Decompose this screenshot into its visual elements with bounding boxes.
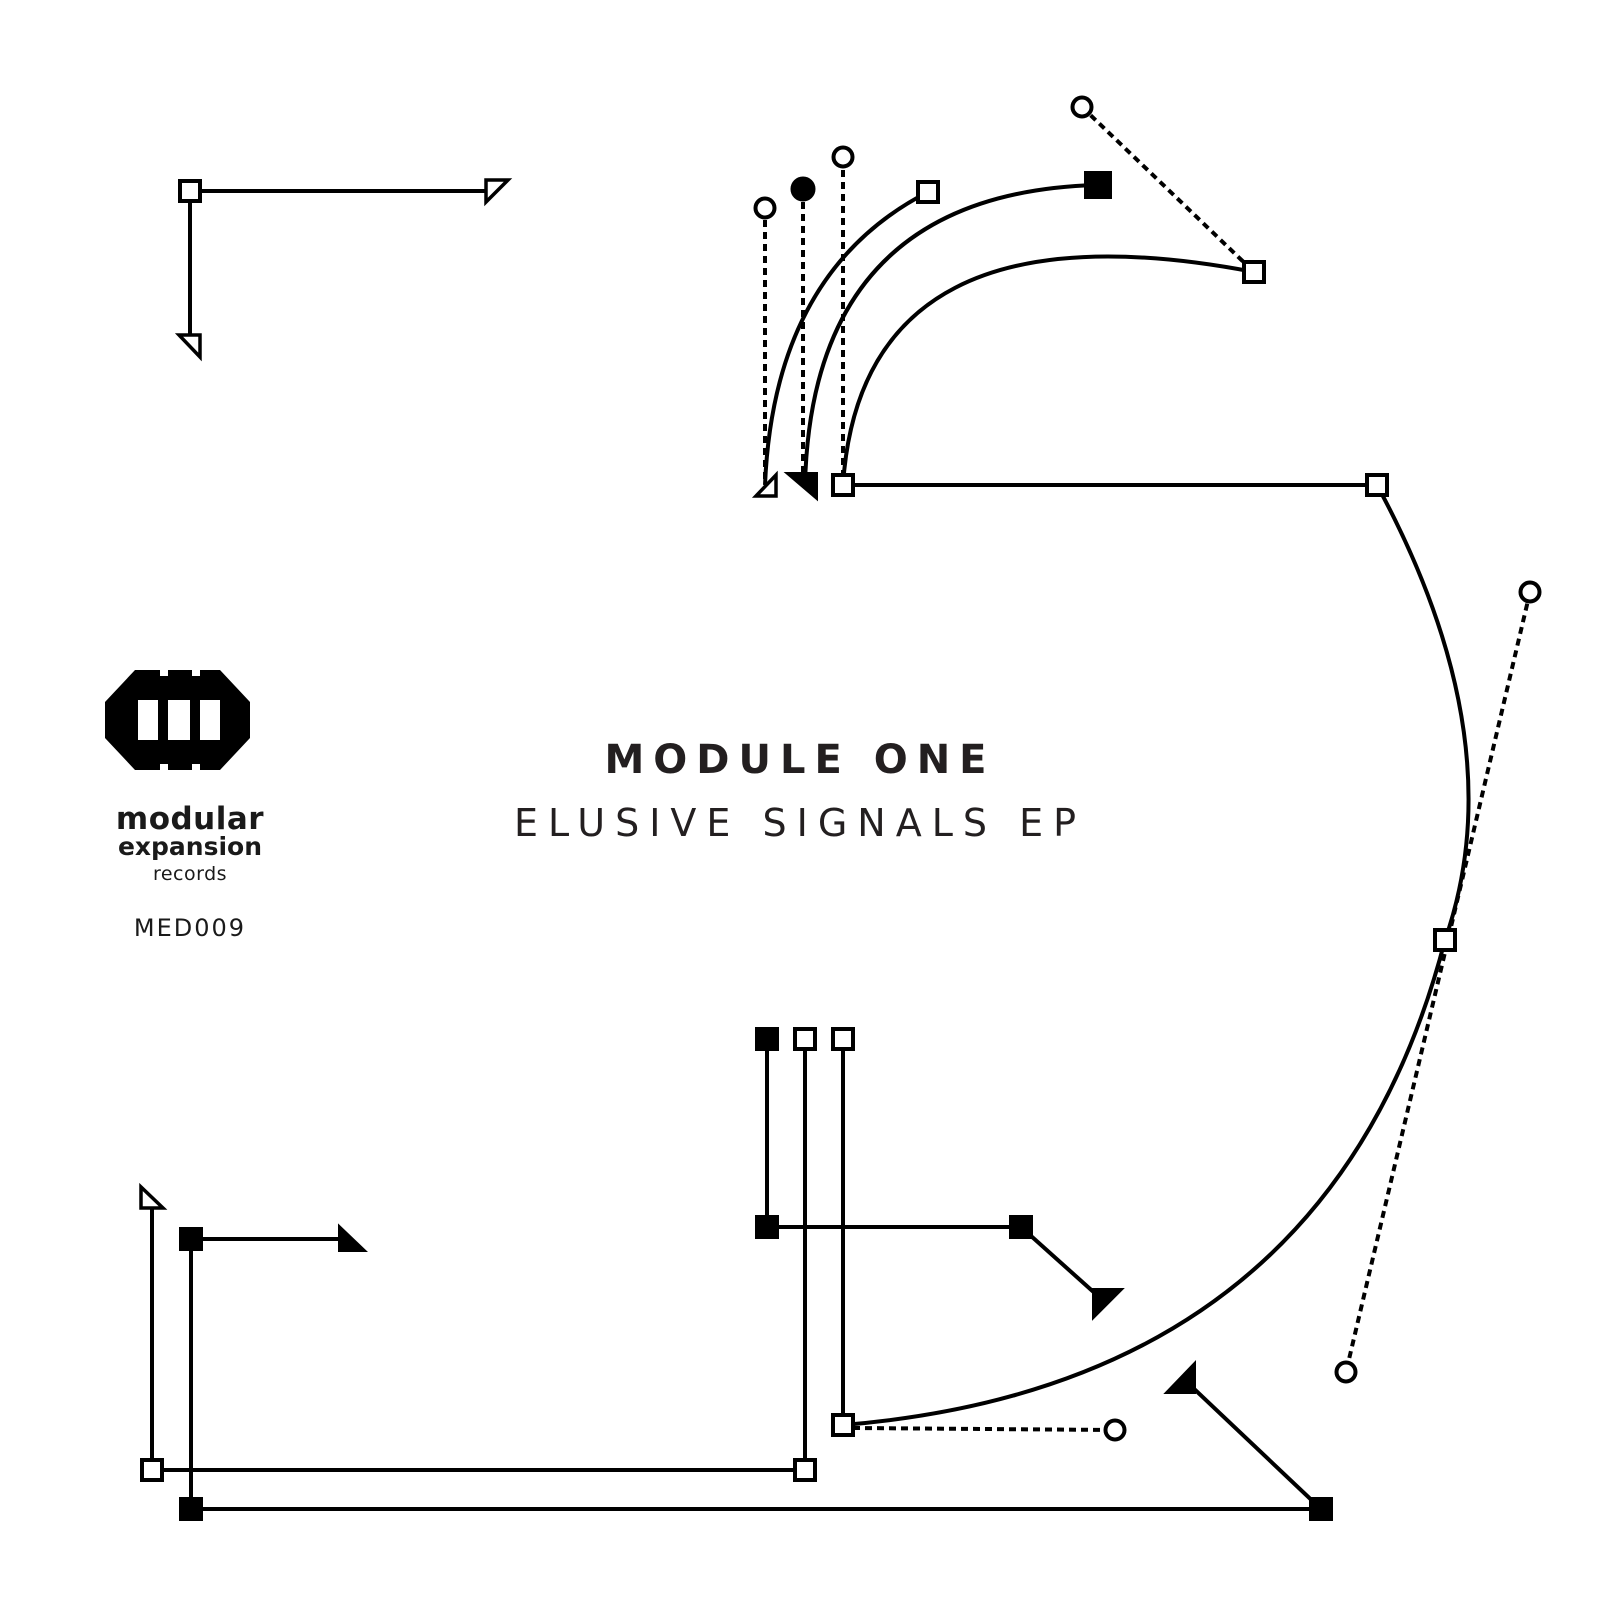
release-title: ELUSIVE SIGNALS EP	[513, 801, 1086, 845]
node-square-open	[831, 473, 855, 497]
node-square-open	[793, 1027, 817, 1051]
node-square-open	[140, 1458, 164, 1482]
node-square-filled	[755, 1027, 779, 1051]
modular-expansion-logo-icon	[105, 670, 250, 774]
label-name-line3: records	[152, 863, 228, 885]
node-circle-open	[831, 145, 855, 169]
bottom-circuit-group	[755, 1027, 1127, 1470]
node-square-filled	[1084, 171, 1112, 199]
node-square-open	[831, 1413, 855, 1437]
label-name-line2: expansion	[117, 832, 263, 861]
node-square-open	[1365, 473, 1389, 497]
node-circle-open	[753, 196, 777, 220]
top-arc-group	[751, 95, 1266, 502]
catalog-number: MED009	[133, 914, 247, 942]
node-square-filled	[179, 1227, 203, 1251]
node-square-open	[178, 179, 202, 203]
node-square-open	[916, 180, 940, 204]
big-right-arc	[831, 473, 1542, 1427]
node-circle-open	[1518, 580, 1542, 604]
label-name-line1: modular	[115, 801, 265, 837]
node-square-open	[831, 1027, 855, 1051]
node-circle-open	[1070, 95, 1094, 119]
node-square-open	[1433, 928, 1457, 952]
node-square-filled	[755, 1215, 779, 1239]
bottom-left-frame	[139, 1182, 1333, 1521]
node-square-filled	[179, 1497, 203, 1521]
node-square-filled	[1009, 1215, 1033, 1239]
artist-name: MODULE ONE	[604, 737, 996, 783]
node-square-open	[793, 1458, 817, 1482]
node-circle-open	[1334, 1360, 1358, 1384]
node-square-open	[1242, 260, 1266, 284]
corner-bracket-top-left	[174, 178, 513, 362]
node-circle-filled	[790, 176, 816, 202]
node-circle-open	[1103, 1418, 1127, 1442]
node-square-filled	[1309, 1497, 1333, 1521]
